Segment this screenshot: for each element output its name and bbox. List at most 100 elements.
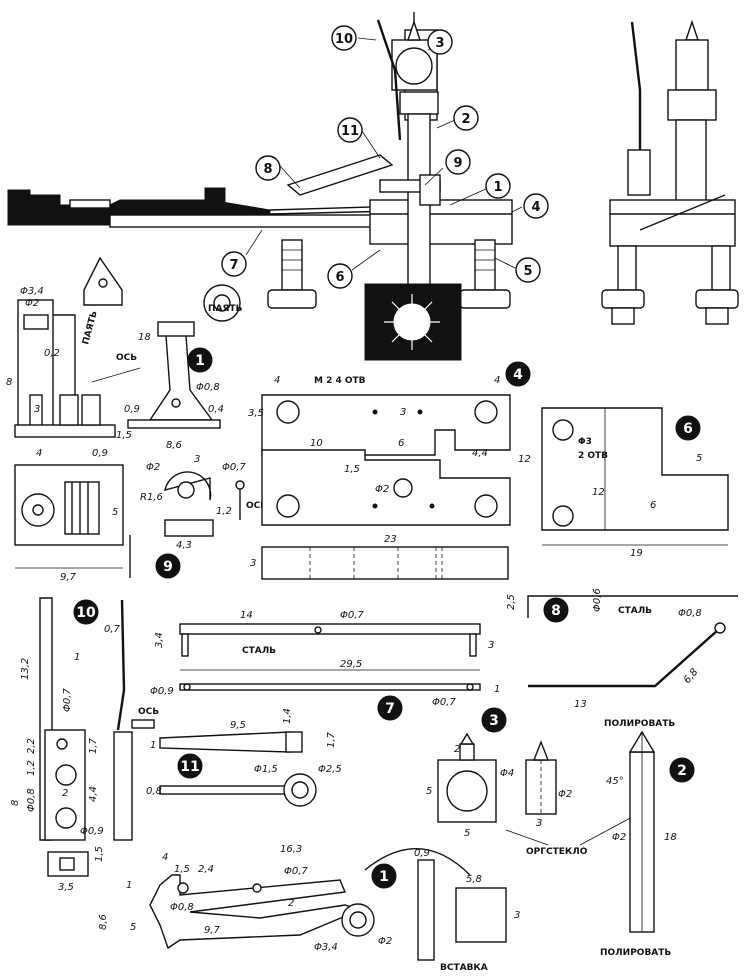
- dim-phi-2: Φ2: [25, 298, 39, 309]
- dim-13: 13: [574, 699, 587, 710]
- dim-phi-0-8: Φ0,8: [196, 382, 220, 393]
- label-steel-1: СТАЛЬ: [242, 646, 276, 656]
- dim-5-p1b: 5: [130, 922, 136, 933]
- dim-6-8: 6,8: [682, 667, 701, 686]
- dim-3-5-p10: 3,5: [58, 882, 74, 893]
- callout-8: 8: [263, 162, 272, 177]
- dim-phi-0-9-p7: Φ0,9: [150, 686, 174, 697]
- dim-0-9-p1b: 0,9: [414, 848, 430, 859]
- part-badge-1: 1: [195, 353, 205, 369]
- label-paint-2: ПАЯТЬ: [208, 304, 243, 314]
- part-8-wire: 2,5 Φ0,6 Φ0,8 13 6,8 СТАЛЬ: [506, 588, 738, 710]
- part-6-plate: 12 6 5 19 Φ3 2 ОТВ: [541, 407, 729, 559]
- part-badge-8: 8: [551, 603, 561, 619]
- dim-1-4: 1,4: [282, 708, 293, 724]
- part-badge-9: 9: [163, 559, 173, 575]
- dim-18-p2: 18: [664, 832, 677, 843]
- part-1-bracket: Φ3,4 Φ2 8 0,2 3 0,9 1,5 4 0,9 9,7 5 ПАЯТ…: [6, 256, 141, 583]
- dim-phi-0-9-p10: Φ0,9: [80, 826, 104, 837]
- label-phi3: Φ3: [578, 437, 592, 447]
- label-insert: ВСТАВКА: [440, 963, 488, 973]
- dim-phi-2-p3: Φ2: [558, 789, 572, 800]
- dim-2-4: 2,4: [198, 864, 214, 875]
- dim-3-p4b: 3: [250, 558, 256, 569]
- main-assembly-view: [7, 12, 523, 361]
- dim-5-p3a: 5: [426, 786, 432, 797]
- dim-16-3: 16,3: [280, 844, 302, 855]
- dim-13-2: 13,2: [20, 658, 31, 680]
- dim-3-p3: 3: [536, 818, 542, 829]
- dim-phi-2-p9: Φ2: [146, 462, 160, 473]
- label-polish-top: ПОЛИРОВАТЬ: [604, 719, 675, 729]
- part-11-lever: 9,5 1,4 1,7 1 Φ1,5 Φ2,5 0,8: [146, 708, 342, 807]
- dim-2-2: 2,2: [26, 738, 37, 754]
- dim-1-7-p11: 1,7: [326, 731, 337, 748]
- dim-1-5-p1b: 1,5: [174, 864, 190, 875]
- dim-r-1-6: R1,6: [140, 492, 163, 503]
- dim-3-p9: 3: [194, 454, 200, 465]
- label-plexiglass: ОРГСТЕКЛО: [526, 847, 588, 857]
- dim-0-4: 0,4: [208, 404, 224, 415]
- dim-4-p4b: 4: [494, 375, 500, 386]
- dim-4-4-p10: 4,4: [88, 786, 99, 802]
- callout-markers: 10 3 2 11 8 9 1 4 7 6 5: [221, 25, 549, 289]
- dim-1-2-p10: 1,2: [26, 760, 37, 776]
- callout-5: 5: [523, 264, 532, 279]
- dim-8-6: 8,6: [166, 440, 182, 451]
- callout-2: 2: [461, 112, 470, 127]
- dim-1-p1b: 1: [126, 880, 132, 891]
- dim-1-5-p10: 1,5: [94, 846, 105, 862]
- dim-1-2: 1,2: [216, 506, 232, 517]
- dim-phi-2-5: Φ2,5: [318, 764, 342, 775]
- label-m2-holes: M 2 4 ОТВ: [314, 376, 366, 386]
- part-4-base-plate: 4 4 3,5 3 10 6 1,5 4,4 12 Φ2 23 3 M 2 4 …: [248, 375, 531, 580]
- part-1-clip: 4 16,3 1,5 2,4 Φ0,7 1 Φ0,8 2 5 8,6 9,7 Φ…: [98, 844, 520, 973]
- dim-5-p3b: 5: [464, 828, 470, 839]
- dim-0-2: 0,2: [44, 348, 60, 359]
- dim-phi-0-7-p10: Φ0,7: [62, 688, 73, 712]
- dim-4-3: 4,3: [176, 540, 192, 551]
- label-axis: ОСЬ: [116, 353, 137, 363]
- dim-2-p10: 2: [62, 788, 68, 799]
- dim-1-5: 1,5: [116, 430, 132, 441]
- part-10-handle: 13,2 0,7 1 Φ0,7 2,2 1,7 1,2 Φ0,8 2 4,4 8…: [10, 597, 159, 893]
- dim-0-8-p11: 0,8: [146, 786, 162, 797]
- dim-1-p10: 1: [74, 652, 80, 663]
- dim-1-p11: 1: [150, 740, 156, 751]
- callout-6: 6: [335, 270, 344, 285]
- dim-4: 4: [36, 448, 42, 459]
- dim-phi-3-4: Φ3,4: [20, 286, 44, 297]
- part-badge-1b: 1: [379, 869, 389, 885]
- dim-phi-2-p4: Φ2: [375, 484, 389, 495]
- dim-6: 6: [398, 438, 404, 449]
- dim-3: 3: [34, 404, 40, 415]
- dim-8: 8: [6, 377, 12, 388]
- callout-10: 10: [335, 32, 353, 47]
- dim-5-p6: 5: [696, 453, 702, 464]
- dim-phi-0-7-p7a: Φ0,7: [340, 610, 364, 621]
- dim-12: 12: [518, 454, 531, 465]
- label-polish-bottom: ПОЛИРОВАТЬ: [600, 948, 671, 958]
- dim-phi-0-8-p1b: Φ0,8: [170, 902, 194, 913]
- dim-phi-2-p2: Φ2: [612, 832, 626, 843]
- callout-11: 11: [341, 124, 359, 139]
- dim-23: 23: [384, 534, 397, 545]
- dim-phi-0-6: Φ0,6: [592, 588, 603, 612]
- dim-1-7: 1,7: [88, 737, 99, 754]
- label-axis-2: ОСЬ: [246, 501, 267, 511]
- part-badge-10: 10: [76, 605, 96, 621]
- dim-9-7-p1b: 9,7: [204, 925, 221, 936]
- dim-0-9b: 0,9: [92, 448, 108, 459]
- dim-6-p6: 6: [650, 500, 656, 511]
- dim-phi-4: Φ4: [500, 768, 514, 779]
- part-badge-2: 2: [677, 763, 687, 779]
- label-axis-3: ОСЬ: [138, 707, 159, 717]
- part-number-badges: 1 4 6 9 10 8 7 3 11 2 1: [73, 347, 701, 889]
- dim-8-6-p1b: 8,6: [98, 914, 109, 930]
- dim-4-p1b: 4: [162, 852, 168, 863]
- dim-9-5: 9,5: [230, 720, 246, 731]
- callout-3: 3: [435, 36, 444, 51]
- dim-19: 19: [630, 548, 643, 559]
- part-badge-4: 4: [513, 367, 523, 383]
- callout-4: 4: [531, 200, 540, 215]
